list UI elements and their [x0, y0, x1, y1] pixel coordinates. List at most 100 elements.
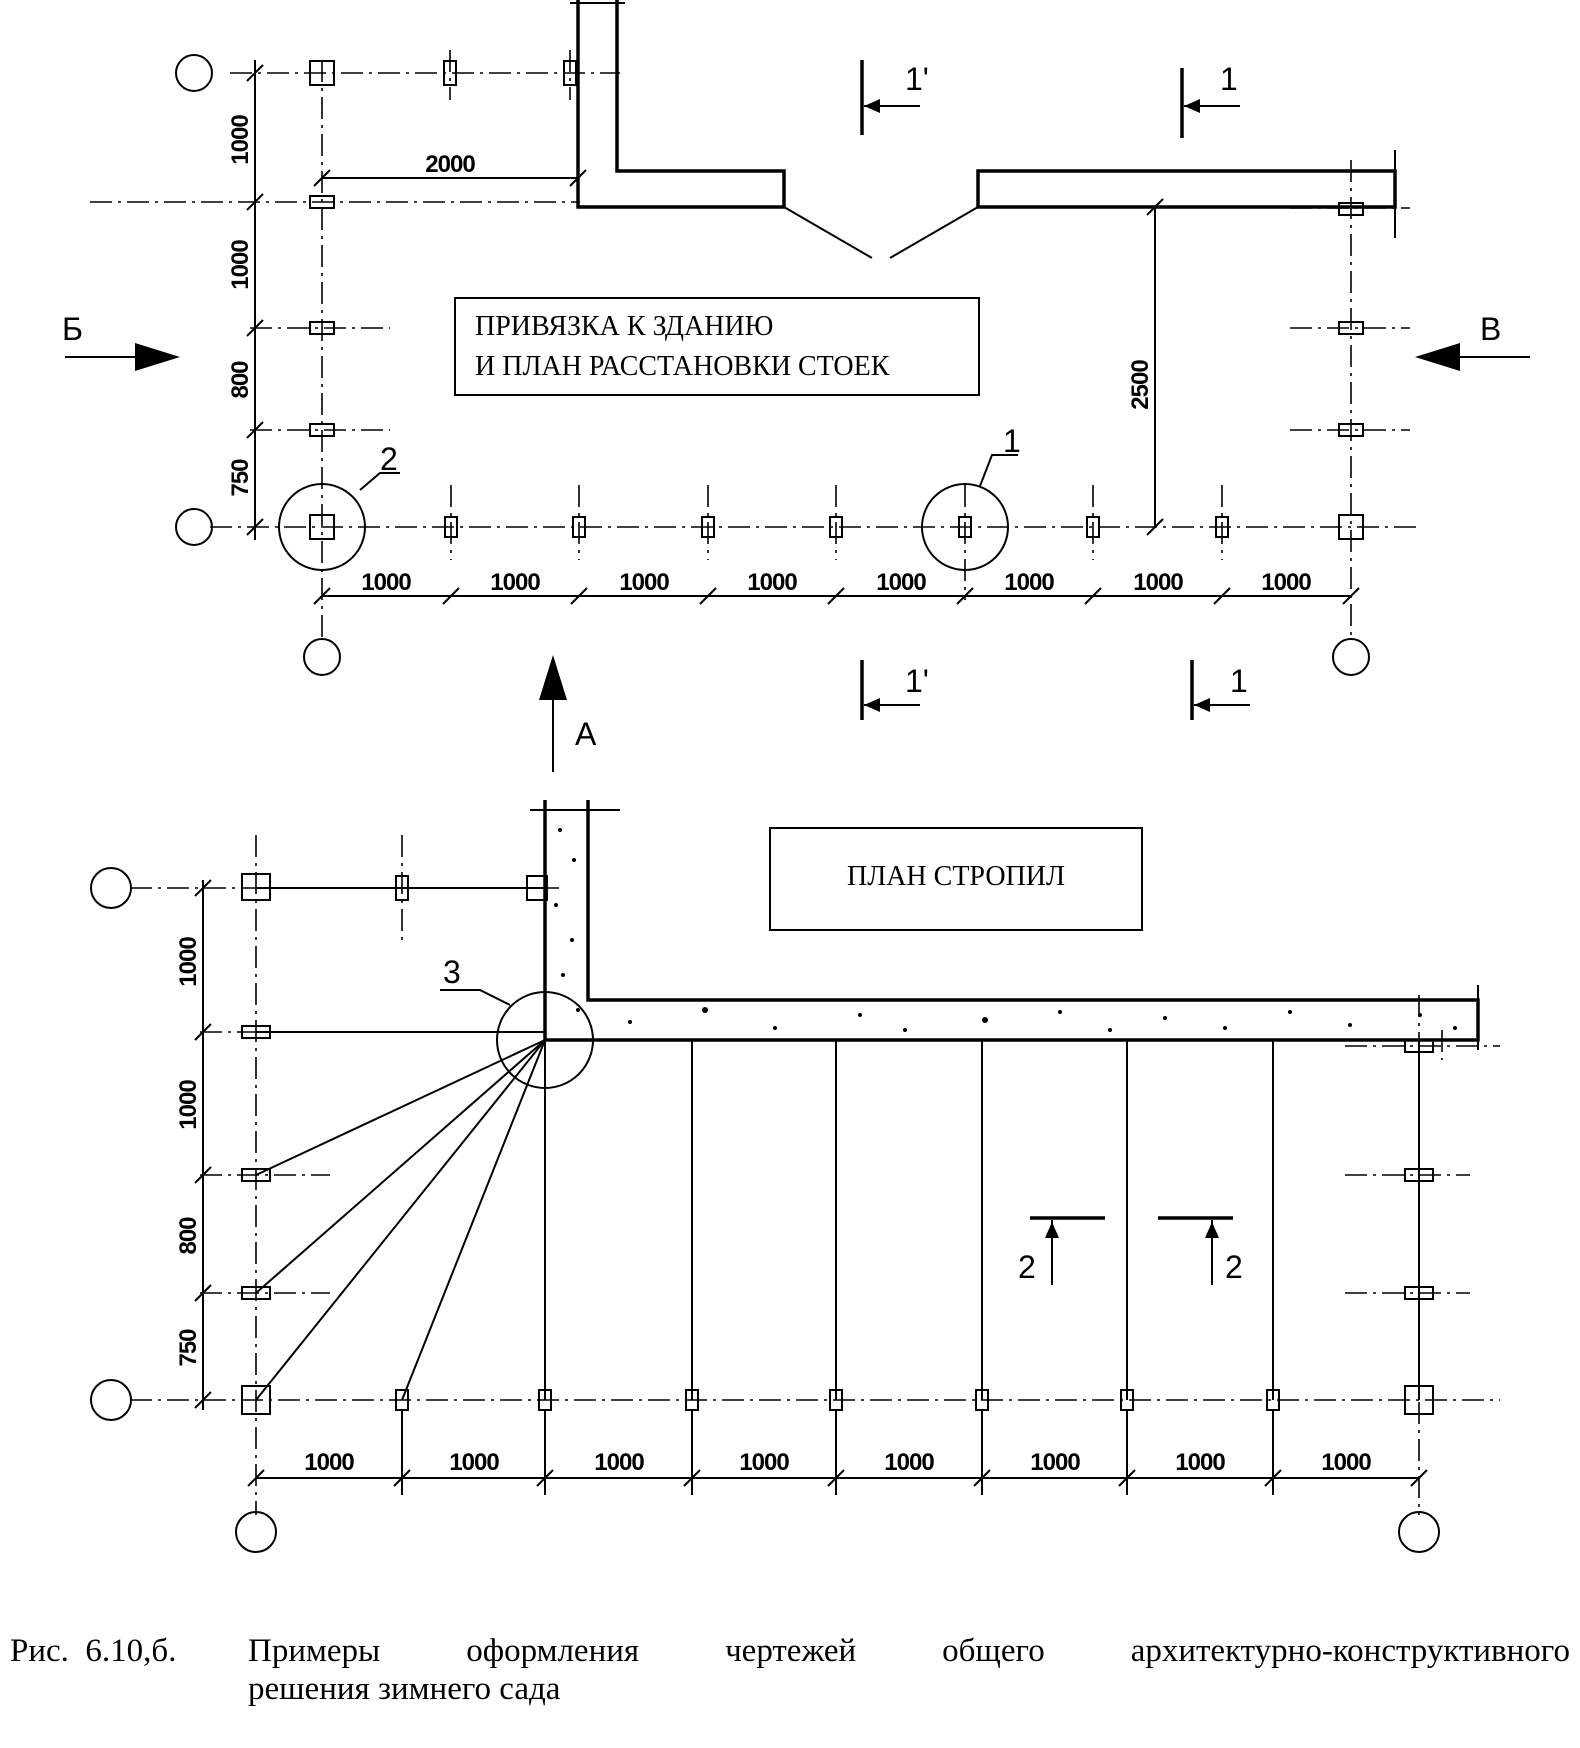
title-top-line1: ПРИВЯЗКА К ЗДАНИЮ	[475, 311, 773, 342]
building-wall-left	[576, 0, 786, 209]
dim-bottom-label: 1000	[739, 1449, 789, 1476]
post	[309, 514, 335, 540]
dim-left-label: 750	[227, 459, 254, 497]
post	[241, 1385, 271, 1415]
title-bottom: ПЛАН СТРОПИЛ	[847, 861, 1065, 892]
view-arrow-b: Б	[62, 311, 180, 371]
section-marker-1-top: 1	[1180, 61, 1240, 138]
callout-3-label: 3	[443, 954, 461, 990]
section-label: 1	[1220, 61, 1238, 97]
view-arrow-v: В	[1415, 311, 1530, 371]
post	[1404, 1286, 1434, 1300]
dim-bottom-label: 1000	[1030, 1449, 1080, 1476]
post	[1338, 423, 1364, 437]
dim-bottom-label: 1000	[747, 569, 797, 596]
dim-left-label: 750	[175, 1329, 202, 1367]
dim-left-label: 1000	[175, 937, 202, 987]
callout-2-label: 2	[380, 441, 398, 477]
dim-2500-label: 2500	[1127, 360, 1154, 410]
caption-number: Рис. 6.10,б.	[10, 1633, 185, 1669]
dim-bottom-label: 1000	[1133, 569, 1183, 596]
top-plan: 2 1 1000 1000 800 750 2000 2500	[62, 0, 1530, 772]
building-wall-right	[976, 169, 1397, 209]
figure-caption: Рис. 6.10,б. Примеры оформления чертежей…	[10, 1632, 1570, 1708]
dim-ticks-left	[194, 879, 212, 1409]
section-marker-2-right: 2	[1158, 1216, 1243, 1285]
dim-left-label: 800	[175, 1217, 202, 1255]
dim-left-label: 1000	[227, 115, 254, 165]
dim-bottom-label: 1000	[1261, 569, 1311, 596]
axis-bubble	[1332, 638, 1370, 676]
post-markers	[241, 873, 1434, 1415]
post	[241, 1025, 271, 1039]
dim-bottom-label: 1000	[490, 569, 540, 596]
rafters	[255, 887, 1420, 1401]
dim-bottom-label: 1000	[1175, 1449, 1225, 1476]
dim-bottom-label: 1000	[361, 569, 411, 596]
post	[309, 195, 335, 209]
view-v-label: В	[1480, 311, 1501, 347]
post	[1338, 514, 1364, 540]
post	[395, 875, 409, 901]
axis-bubble	[303, 638, 341, 676]
dim-bottom-label: 1000	[884, 1449, 934, 1476]
concrete-wall	[543, 800, 1480, 1042]
detail-circle-2	[278, 483, 366, 571]
detail-circle-3	[496, 991, 594, 1089]
dim-bottom-label: 1000	[449, 1449, 499, 1476]
dim-ticks-bottom	[313, 587, 1360, 605]
dim-bottom-label: 1000	[619, 569, 669, 596]
dim-bottom-label: 1000	[1321, 1449, 1371, 1476]
section-marker-1prime-bottom: 1'	[860, 660, 929, 720]
section-marker-1prime-top: 1'	[860, 60, 929, 135]
detail-circle-1	[921, 483, 1009, 571]
dim-left-label: 800	[227, 361, 254, 399]
axis-bubble	[90, 1379, 132, 1421]
leader-1	[979, 454, 1018, 487]
view-arrow-a: А	[539, 655, 597, 772]
post	[1404, 1039, 1434, 1053]
view-b-label: Б	[62, 311, 83, 347]
axis-bubble	[1398, 1511, 1440, 1553]
post	[309, 321, 335, 335]
post	[526, 875, 548, 901]
post	[241, 1168, 271, 1182]
post	[241, 873, 271, 901]
post-axis-ticks	[450, 485, 1223, 600]
dim-bottom-label: 1000	[1004, 569, 1054, 596]
dim-bottom-label: 1000	[876, 569, 926, 596]
title-box-bottom	[769, 827, 1143, 931]
section-label: 2	[1225, 1249, 1243, 1285]
concrete-hatch	[554, 828, 1457, 1032]
section-label: 1'	[905, 61, 929, 97]
leader-3	[440, 989, 511, 1006]
bottom-plan: 3 1000 1000 800 750	[90, 800, 1500, 1553]
leader-2	[359, 472, 400, 491]
title-box-top	[454, 297, 980, 396]
post	[1404, 1168, 1434, 1182]
dim-2000-label: 2000	[425, 151, 475, 178]
dim-left-label: 1000	[227, 240, 254, 290]
axis-bubble	[90, 867, 132, 909]
dim-bottom-label: 1000	[304, 1449, 354, 1476]
section-label: 1'	[905, 663, 929, 699]
post	[443, 60, 457, 86]
view-a-label: А	[575, 716, 597, 752]
axis-bubble	[175, 54, 213, 92]
post	[309, 423, 335, 437]
section-marker-1-bottom: 1	[1190, 660, 1250, 720]
opening-lines	[783, 206, 979, 259]
dim-left-label: 1000	[175, 1080, 202, 1130]
post	[1338, 202, 1364, 216]
axis-bubble	[175, 508, 213, 546]
section-label: 1	[1230, 663, 1248, 699]
callout-1-label: 1	[1003, 423, 1021, 459]
title-top-line2: И ПЛАН РАССТАНОВКИ СТОЕК	[475, 351, 890, 382]
section-marker-2-left: 2	[1018, 1216, 1105, 1285]
post	[1404, 1385, 1434, 1415]
dim-bottom-label: 1000	[594, 1449, 644, 1476]
post-markers	[309, 60, 1364, 540]
caption-line-2: решения зимнего сада	[248, 1671, 561, 1707]
post	[1338, 321, 1364, 335]
